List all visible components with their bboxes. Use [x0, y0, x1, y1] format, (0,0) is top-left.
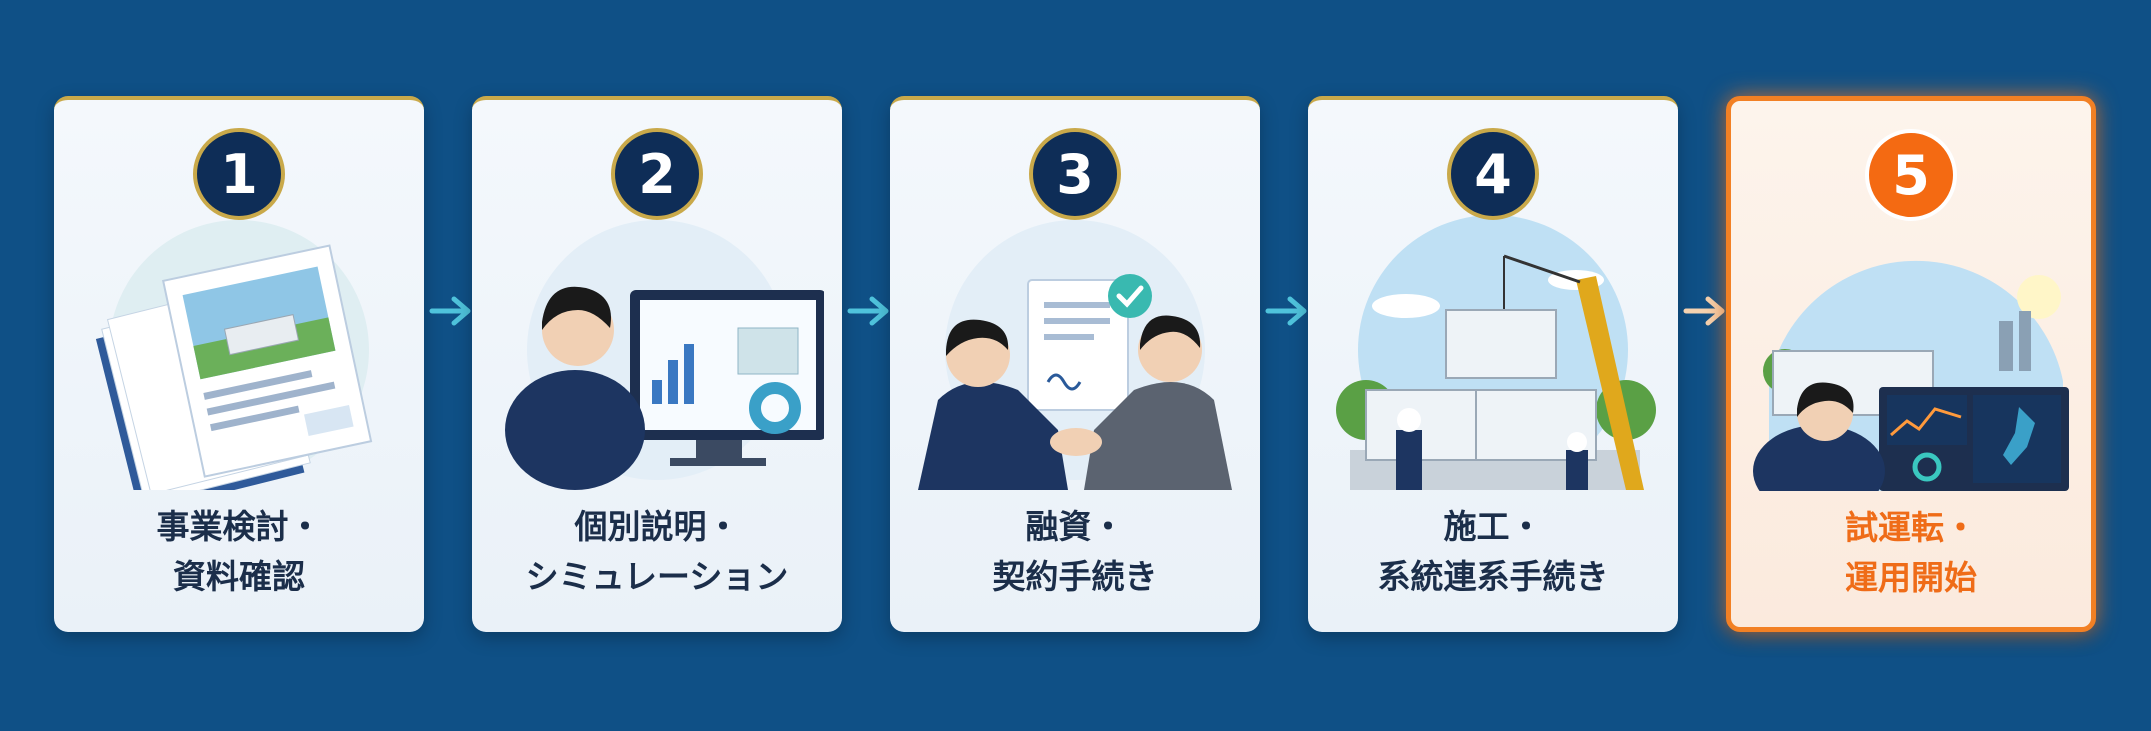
step-label-3-line2: 契約手続き: [992, 557, 1158, 596]
step-label-1-line1: 事業検討・: [156, 507, 322, 546]
step-card-1: 1 事業検討・ 資料確認: [54, 96, 424, 632]
step-number-4: 4: [1447, 128, 1539, 220]
step-label-2-line2: シミュレーション: [525, 557, 789, 596]
step-label-4-line2: 系統連系手続き: [1377, 557, 1609, 596]
step-label-3-line1: 融資・: [1025, 507, 1125, 546]
step-label-5-line1: 試運転・: [1845, 508, 1977, 547]
arrow-right-icon: [429, 296, 471, 326]
step-number-3: 3: [1029, 128, 1121, 220]
documents-icon: [95, 220, 373, 490]
step-label-2-line1: 個別説明・: [574, 507, 740, 546]
analytics-monitor-icon: [505, 220, 824, 490]
step-card-4: 4 施工・ 系統連系手続き: [1308, 96, 1678, 632]
arrow-right-icon: [847, 296, 889, 326]
step-number-2: 2: [611, 128, 703, 220]
step-card-5: 5 試運転・ 運用開始: [1726, 96, 2096, 632]
handshake-contract-icon: [918, 220, 1232, 490]
step-label-5-line2: 運用開始: [1845, 558, 1977, 597]
arrow-right-icon: [1683, 296, 1725, 326]
step-number-5: 5: [1865, 129, 1957, 221]
step-number-1: 1: [193, 128, 285, 220]
step-label-4-line1: 施工・: [1443, 507, 1543, 546]
construction-crane-icon: [1336, 215, 1656, 490]
arrow-right-icon: [1265, 296, 1307, 326]
step-label-1-line2: 資料確認: [173, 557, 305, 596]
step-card-3: 3 融資・ 契約手続き: [890, 96, 1260, 632]
step-card-2: 2 個別説明・ シミュレーション: [472, 96, 842, 632]
monitoring-control-icon: [1753, 260, 2069, 491]
